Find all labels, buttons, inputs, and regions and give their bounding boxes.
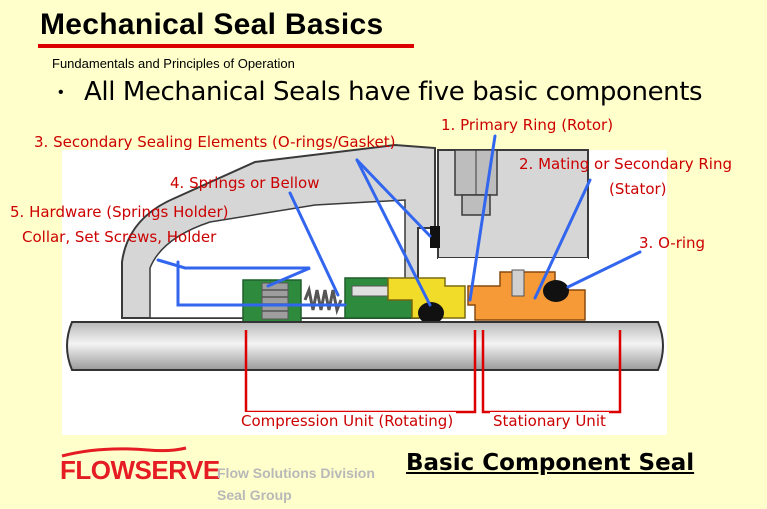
- leader-oring-stator: [566, 250, 642, 289]
- label-secondary-sealing: 3. Secondary Sealing Elements (O-rings/G…: [34, 133, 396, 151]
- label-stator: (Stator): [609, 180, 667, 198]
- leader-primary-ring: [468, 134, 497, 302]
- label-springs: 4. Springs or Bellow: [170, 174, 320, 192]
- slide-title: Mechanical Seal Basics: [40, 8, 384, 41]
- leader-lines: [156, 134, 642, 307]
- diagram-caption: Basic Component Seal: [406, 450, 695, 476]
- division-name: Flow Solutions Division: [217, 465, 375, 481]
- drive-pin: [351, 285, 389, 297]
- group-name: Seal Group: [217, 487, 292, 503]
- leader-hardware-holder: [176, 260, 347, 307]
- bullet-text: All Mechanical Seals have five basic com…: [84, 77, 703, 107]
- label-hardware: 5. Hardware (Springs Holder): [10, 203, 229, 221]
- slide-subtitle: Fundamentals and Principles of Operation: [52, 56, 295, 71]
- flowserve-swoosh-icon: [61, 446, 187, 458]
- leader-mating-ring: [533, 178, 592, 300]
- label-oring: 3. O-ring: [639, 234, 706, 252]
- mating-ring-stator: [467, 271, 586, 321]
- bullet-marker: •: [58, 84, 64, 101]
- leader-secondary-oring: [355, 158, 432, 307]
- label-mating-ring: 2. Mating or Secondary Ring: [519, 155, 732, 173]
- spring: [303, 284, 345, 316]
- label-hardware-parts: Collar, Set Screws, Holder: [22, 228, 217, 246]
- rotor-oring: [418, 302, 444, 324]
- stator-oring: [543, 280, 569, 302]
- flowserve-logo: FLOWSERVE: [60, 455, 220, 485]
- anti-rotation-pin: [511, 269, 525, 297]
- shaft: [66, 321, 664, 371]
- label-compression-unit: Compression Unit (Rotating): [238, 412, 457, 430]
- label-stationary-unit: Stationary Unit: [490, 412, 609, 430]
- leader-hardware-collar: [156, 258, 311, 288]
- housing-oring: [430, 226, 440, 248]
- leader-spring: [288, 191, 340, 297]
- label-primary-ring: 1. Primary Ring (Rotor): [441, 116, 614, 134]
- leader-housing-oring: [355, 158, 432, 238]
- set-screw-coil: [261, 282, 289, 320]
- title-underline: [38, 44, 414, 48]
